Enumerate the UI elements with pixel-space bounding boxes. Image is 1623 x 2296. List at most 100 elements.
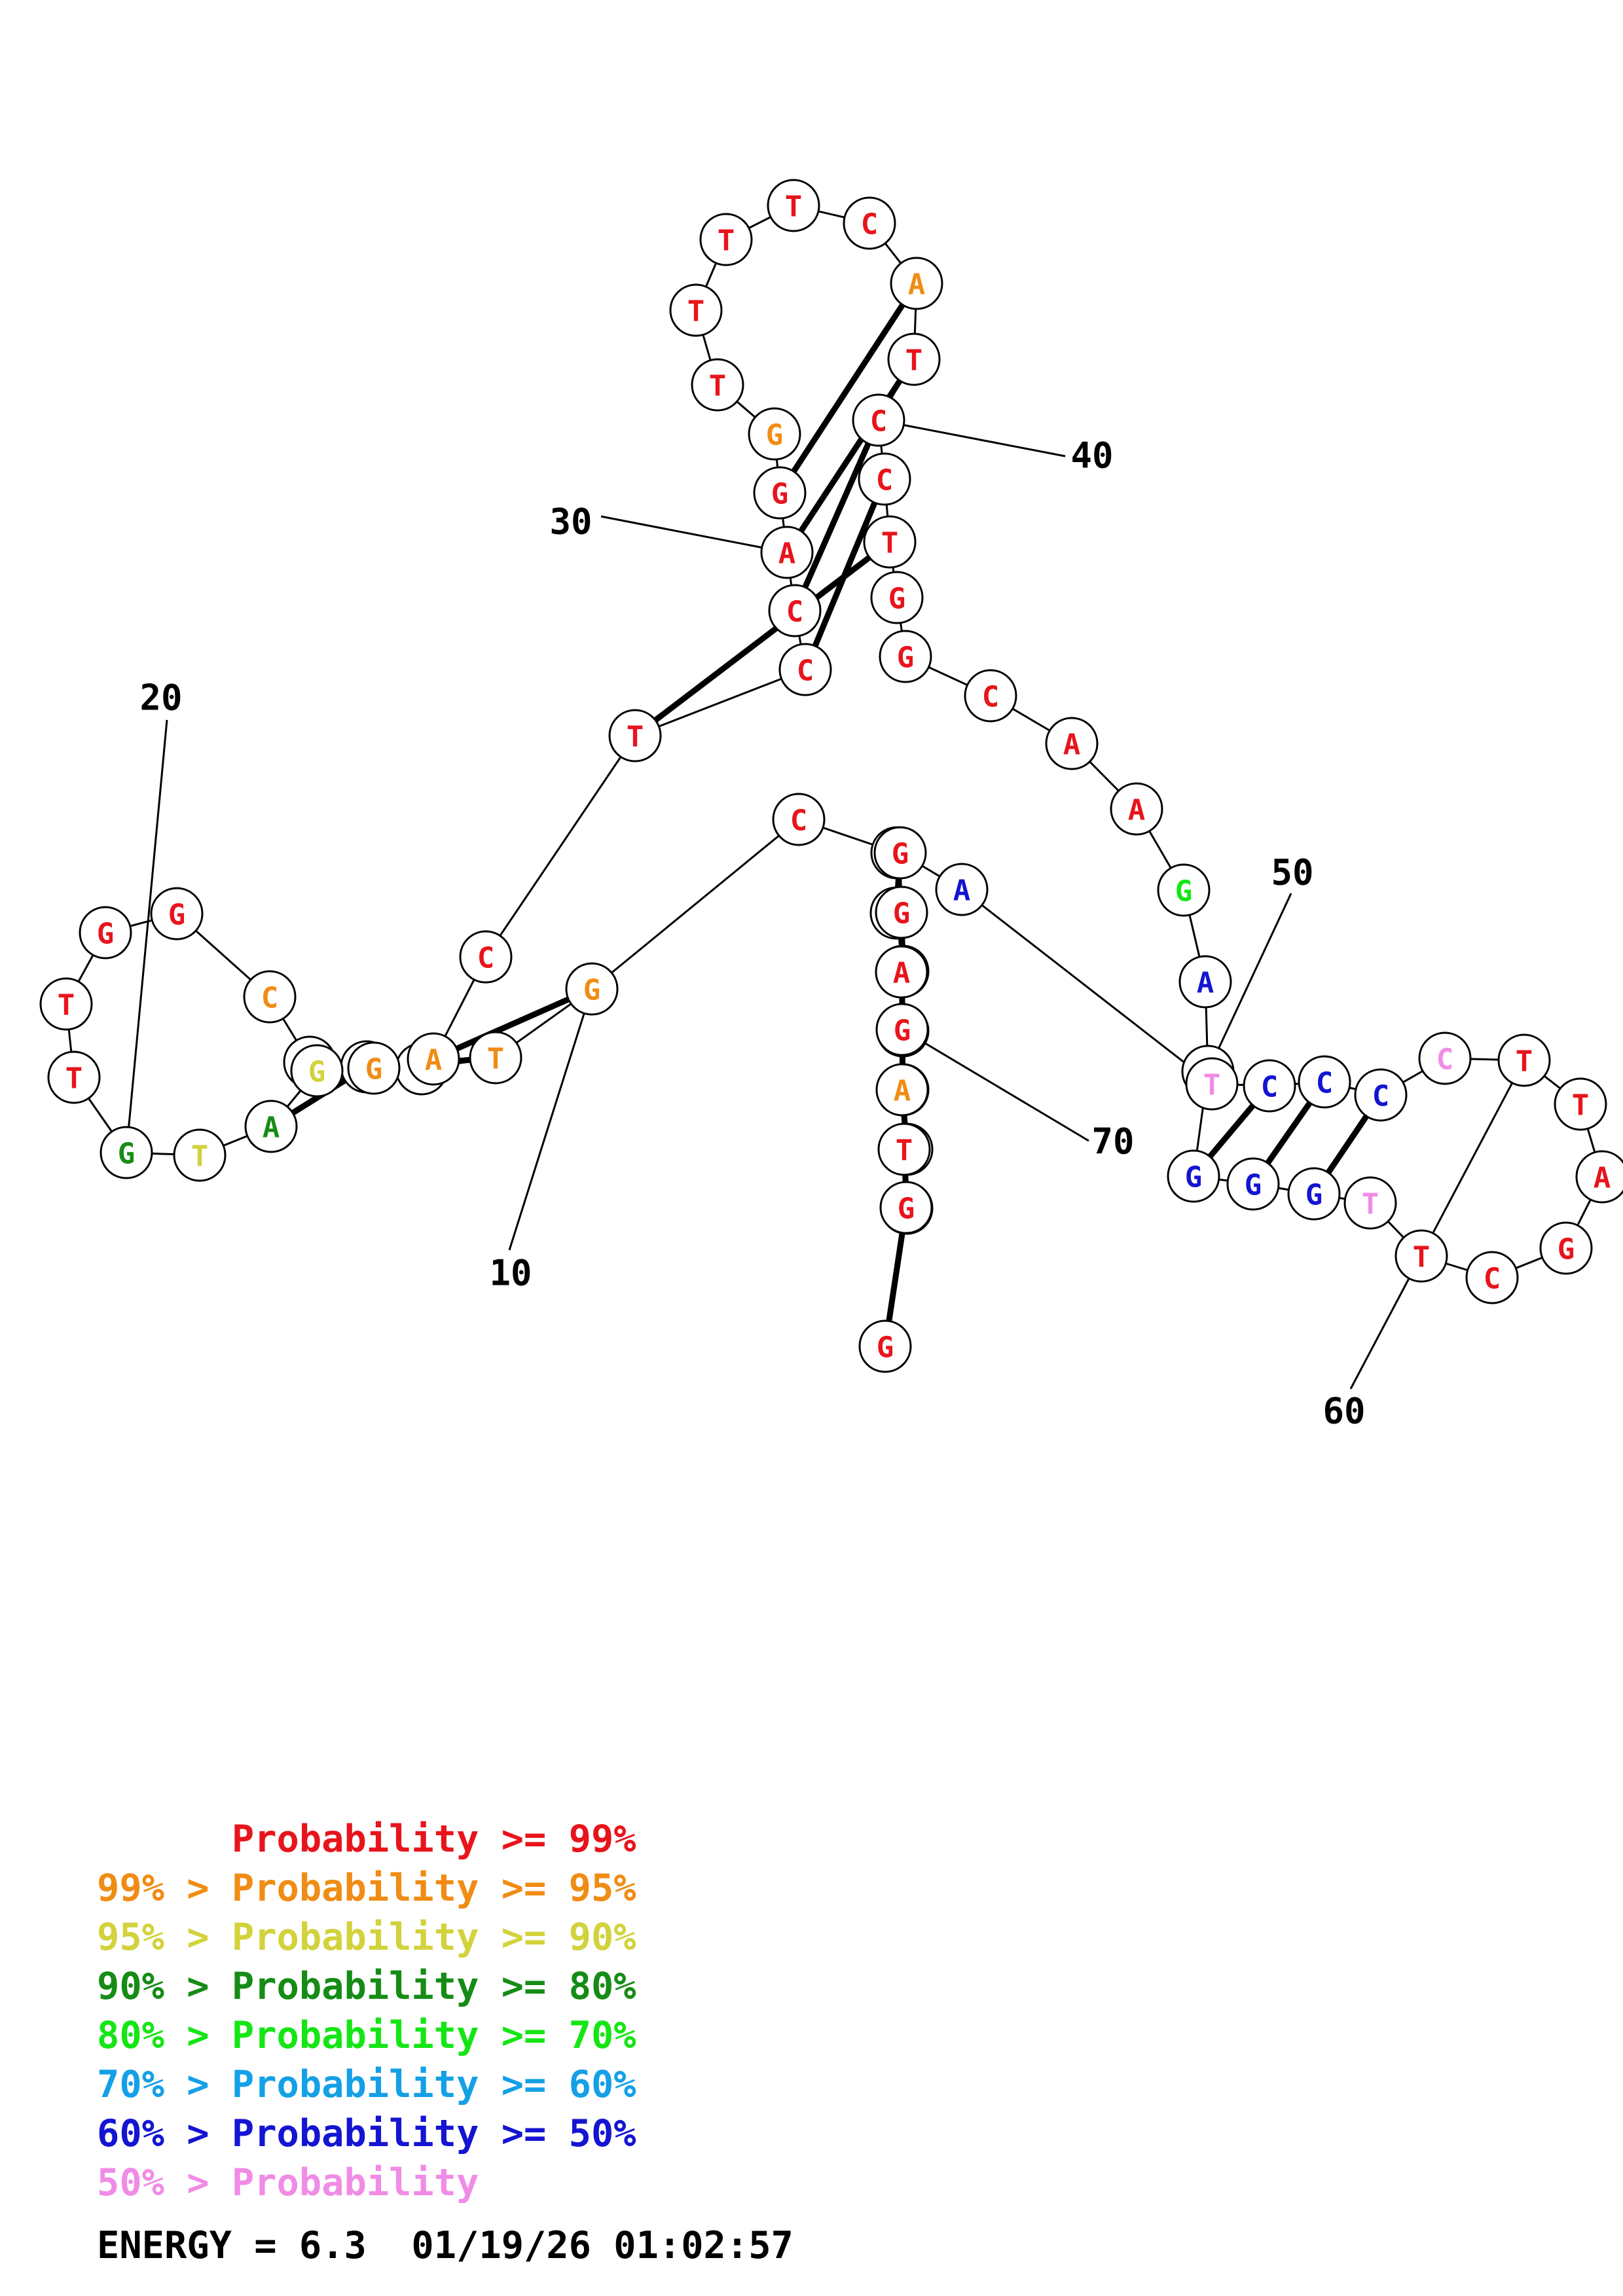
nucleotide: T xyxy=(1185,1057,1239,1111)
nucleotide-letter: T xyxy=(718,224,735,258)
nucleotide: G xyxy=(1226,1157,1280,1211)
nucleotide-circle xyxy=(760,526,814,579)
nucleotide: A xyxy=(1178,955,1232,1009)
nucleotide-circle xyxy=(150,887,204,941)
nucleotide-circle xyxy=(565,962,619,1016)
nucleotide-circle xyxy=(290,1044,344,1098)
base-pair-bond xyxy=(1326,1114,1369,1175)
nucleotide-circle xyxy=(699,213,753,266)
nucleotide-letter: C xyxy=(982,681,1000,714)
nucleotide-circle xyxy=(877,1122,931,1176)
nucleotide-letter: A xyxy=(894,1075,911,1108)
nucleotide-letter: G xyxy=(892,838,909,871)
nucleotide-circle xyxy=(875,1063,929,1117)
nucleotide-circle xyxy=(669,283,723,337)
nucleotide: A xyxy=(890,257,943,310)
nucleotide-letter: T xyxy=(785,190,803,224)
legend-line-5: 80% > Probability >= 70% xyxy=(97,2014,636,2057)
nucleotide-letter: A xyxy=(1063,728,1081,762)
nucleotide-circle xyxy=(1167,1149,1220,1203)
nucleotide: C xyxy=(843,196,896,250)
nucleotide-circle xyxy=(1298,1055,1351,1109)
nucleotide-letter: G xyxy=(97,918,115,951)
nucleotide-circle xyxy=(935,863,989,916)
nucleotide-circle xyxy=(748,407,801,461)
nucleotide-circle xyxy=(870,571,924,624)
legend-line-6: 70% > Probability >= 60% xyxy=(97,2063,636,2106)
nucleotide-letter: C xyxy=(861,208,879,242)
nucleotide-letter: G xyxy=(1185,1161,1203,1194)
nucleotide-letter: A xyxy=(893,957,911,990)
nucleotide-letter: G xyxy=(766,419,784,452)
base-pair-bond xyxy=(895,878,902,888)
nucleotide-circle xyxy=(887,332,941,386)
nucleotide: T xyxy=(608,709,662,762)
nucleotide-letter: T xyxy=(1203,1069,1221,1102)
nucleotide: G xyxy=(290,1044,344,1098)
nucleotide: A xyxy=(875,1063,929,1117)
nucleotide: T xyxy=(877,1122,931,1176)
nucleotide-circle xyxy=(243,970,297,1024)
nucleotide-letter: A xyxy=(778,537,796,571)
nucleotide-letter: A xyxy=(263,1111,280,1145)
position-label: 70 xyxy=(1091,1121,1134,1162)
nucleotide: A xyxy=(875,945,928,999)
nucleotide: A xyxy=(1575,1150,1623,1204)
nucleotide: A xyxy=(407,1032,460,1086)
nucleotide-letter: C xyxy=(1372,1080,1390,1113)
nucleotide-letter: T xyxy=(487,1043,505,1076)
nucleotide-letter: G xyxy=(877,1331,894,1365)
nucleotide-letter: T xyxy=(58,989,75,1022)
base-pair-bond xyxy=(1207,1103,1256,1159)
nucleotide-letter: C xyxy=(876,464,894,497)
nucleotide-circle xyxy=(1226,1157,1280,1211)
nucleotide: T xyxy=(1497,1033,1551,1087)
backbone-layer xyxy=(65,204,1603,1347)
nucleotide-letter: C xyxy=(1436,1043,1454,1077)
legend-line-1: Probability >= 99% xyxy=(97,1818,636,1861)
nucleotide-circle xyxy=(1287,1167,1341,1221)
nucleotide-circle xyxy=(1539,1221,1593,1275)
position-label: 40 xyxy=(1070,435,1113,476)
nucleotide: G xyxy=(858,1319,912,1373)
nucleotide-circle xyxy=(843,196,896,250)
position-tick xyxy=(125,719,168,1153)
nucleotide: C xyxy=(858,452,911,506)
nucleotide-letter: T xyxy=(191,1140,209,1174)
nucleotide-letter: G xyxy=(1175,875,1193,908)
nucleotide-circle xyxy=(875,945,928,999)
nucleotide-letter: G xyxy=(888,583,906,616)
nucleotide-letter: T xyxy=(627,721,644,754)
base-pair-bond xyxy=(653,555,871,723)
nucleotide-circle xyxy=(879,630,932,683)
nucleotide-circle xyxy=(100,1126,153,1179)
backbone-link xyxy=(634,668,806,737)
nucleotide-circle xyxy=(1045,717,1099,770)
nucleotide-letter: T xyxy=(881,527,899,560)
nucleotide-letter: A xyxy=(1128,794,1146,827)
nucleotide-circle xyxy=(691,358,744,412)
nucleotide-circle xyxy=(768,584,822,637)
nucleotide: G xyxy=(753,466,807,520)
nucleotide: G xyxy=(150,887,204,941)
nucleotide-letter: G xyxy=(897,641,915,675)
position-tick xyxy=(1207,893,1292,1072)
base-pair-bond xyxy=(901,1115,908,1124)
base-pair-bond xyxy=(802,442,871,589)
nucleotide-circle xyxy=(459,930,513,984)
nucleotide-circle xyxy=(1110,782,1163,836)
nucleotide-letter: T xyxy=(65,1062,83,1096)
position-tick xyxy=(1349,1060,1525,1390)
nucleotide-circle xyxy=(1343,1176,1397,1230)
nucleotide-circle xyxy=(879,1181,933,1234)
nucleotide: A xyxy=(1110,782,1163,836)
nucleotide: T xyxy=(767,179,820,232)
base-pair-bond xyxy=(455,996,570,1052)
position-tick xyxy=(600,515,788,554)
nucleotide-letter: T xyxy=(1572,1089,1590,1122)
position-tick xyxy=(902,1028,1089,1142)
nucleotide: C xyxy=(852,393,905,447)
nucleotide-circle xyxy=(875,886,928,939)
position-label: 20 xyxy=(139,677,182,719)
